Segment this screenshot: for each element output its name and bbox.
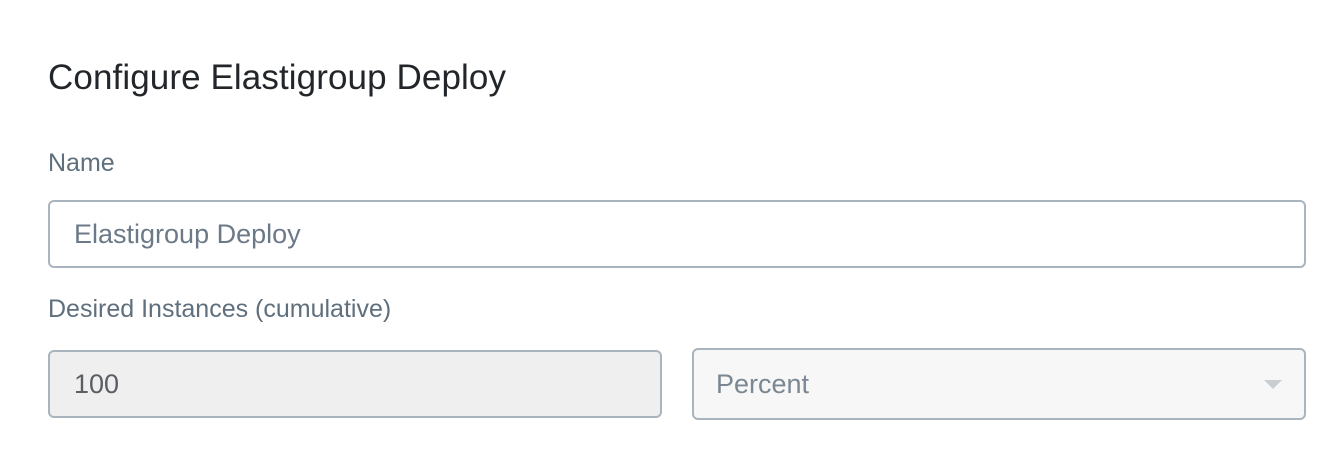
- name-label: Name: [48, 149, 115, 177]
- chevron-down-icon: [1264, 380, 1282, 389]
- dialog-title: Configure Elastigroup Deploy: [48, 58, 507, 97]
- instance-unit-value: Percent: [716, 369, 810, 399]
- instance-unit-select[interactable]: Percent: [692, 348, 1306, 420]
- desired-instances-label: Desired Instances (cumulative): [48, 295, 392, 323]
- name-input[interactable]: [48, 200, 1306, 268]
- desired-instances-input[interactable]: [48, 350, 662, 418]
